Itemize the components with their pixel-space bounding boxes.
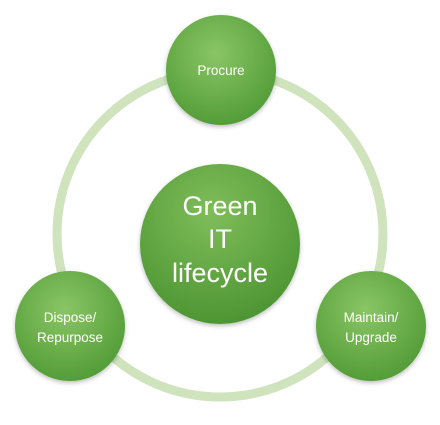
maintain-circle [316,271,426,381]
maintain-label-line-1: Maintain/ [344,310,399,325]
dispose-label-line-1: Dispose/ [44,310,97,325]
dispose-circle [15,271,125,381]
center-node: Green IT lifecycle [140,164,300,324]
center-label-line-2: IT [208,224,232,254]
node-maintain-upgrade: Maintain/ Upgrade [316,271,426,381]
node-dispose-repurpose: Dispose/ Repurpose [15,271,125,381]
dispose-label-line-2: Repurpose [37,330,103,345]
procure-circle [166,15,276,125]
procure-label: Procure [197,63,244,78]
center-label-line-3: lifecycle [172,258,268,288]
node-procure: Procure [166,15,276,125]
center-label-line-1: Green [182,191,257,221]
center-circle [140,164,300,324]
maintain-label-line-2: Upgrade [345,330,397,345]
